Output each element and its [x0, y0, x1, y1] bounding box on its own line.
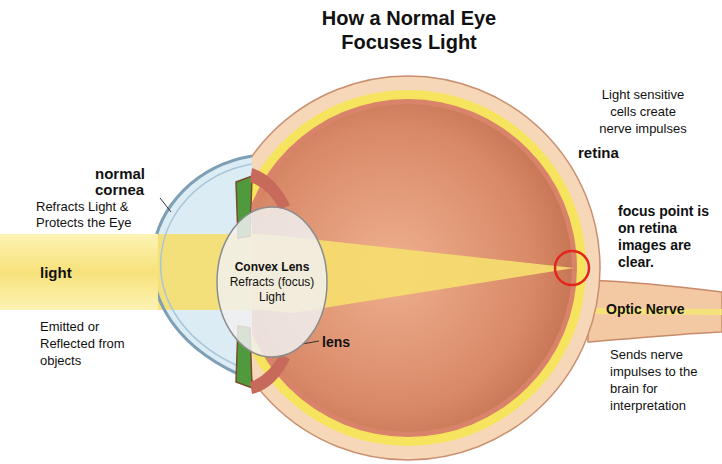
- label-box: Emitted or Reflected from objects: [40, 318, 140, 369]
- label-box: Light sensitive cells create nerve impul…: [593, 86, 693, 137]
- callout-note: focus point is on retina images are clea…: [618, 203, 710, 271]
- beam-label: light: [40, 265, 72, 280]
- convex-lens: Convex LensRefracts (focus) Light: [216, 206, 328, 358]
- part-heading: Convex Lens: [235, 260, 310, 275]
- label-box: retina: [578, 144, 638, 161]
- label-box: Sends nerve impulses to the brain for in…: [610, 346, 710, 414]
- optic-nerve: [588, 280, 722, 342]
- part-name: Optic Nerve: [606, 301, 706, 318]
- part-description: Refracts Light & Protects the Eye: [36, 199, 161, 231]
- diagram-title: How a Normal Eye Focuses Light: [299, 6, 519, 54]
- label-box: Refracts Light & Protects the Eye: [36, 199, 161, 231]
- label-box: lens: [322, 334, 362, 351]
- node-content: Convex LensRefracts (focus) Light: [216, 206, 328, 358]
- label-box: normal cornea: [95, 166, 175, 198]
- title-box: How a Normal Eye Focuses Light: [299, 6, 519, 54]
- label-box: Optic Nerve: [606, 301, 706, 318]
- part-name: lens: [322, 334, 362, 351]
- part-description: Sends nerve impulses to the brain for in…: [610, 346, 710, 414]
- source-note: Emitted or Reflected from objects: [40, 318, 140, 369]
- lens-ellipse: [217, 207, 327, 357]
- ciliary-body: [250, 354, 290, 394]
- part-name: retina: [578, 144, 638, 161]
- part-name: normal cornea: [95, 166, 175, 198]
- part-description: Refracts (focus) Light: [225, 275, 320, 305]
- light-beam-band: light: [0, 234, 158, 310]
- label-box: focus point is on retina images are clea…: [618, 203, 710, 271]
- focus-circle: [555, 251, 589, 285]
- part-description: Light sensitive cells create nerve impul…: [593, 86, 693, 137]
- leader-line: [160, 198, 171, 212]
- ciliary-body: [250, 168, 290, 210]
- light-beam: [140, 234, 574, 313]
- node-content: light: [0, 234, 158, 310]
